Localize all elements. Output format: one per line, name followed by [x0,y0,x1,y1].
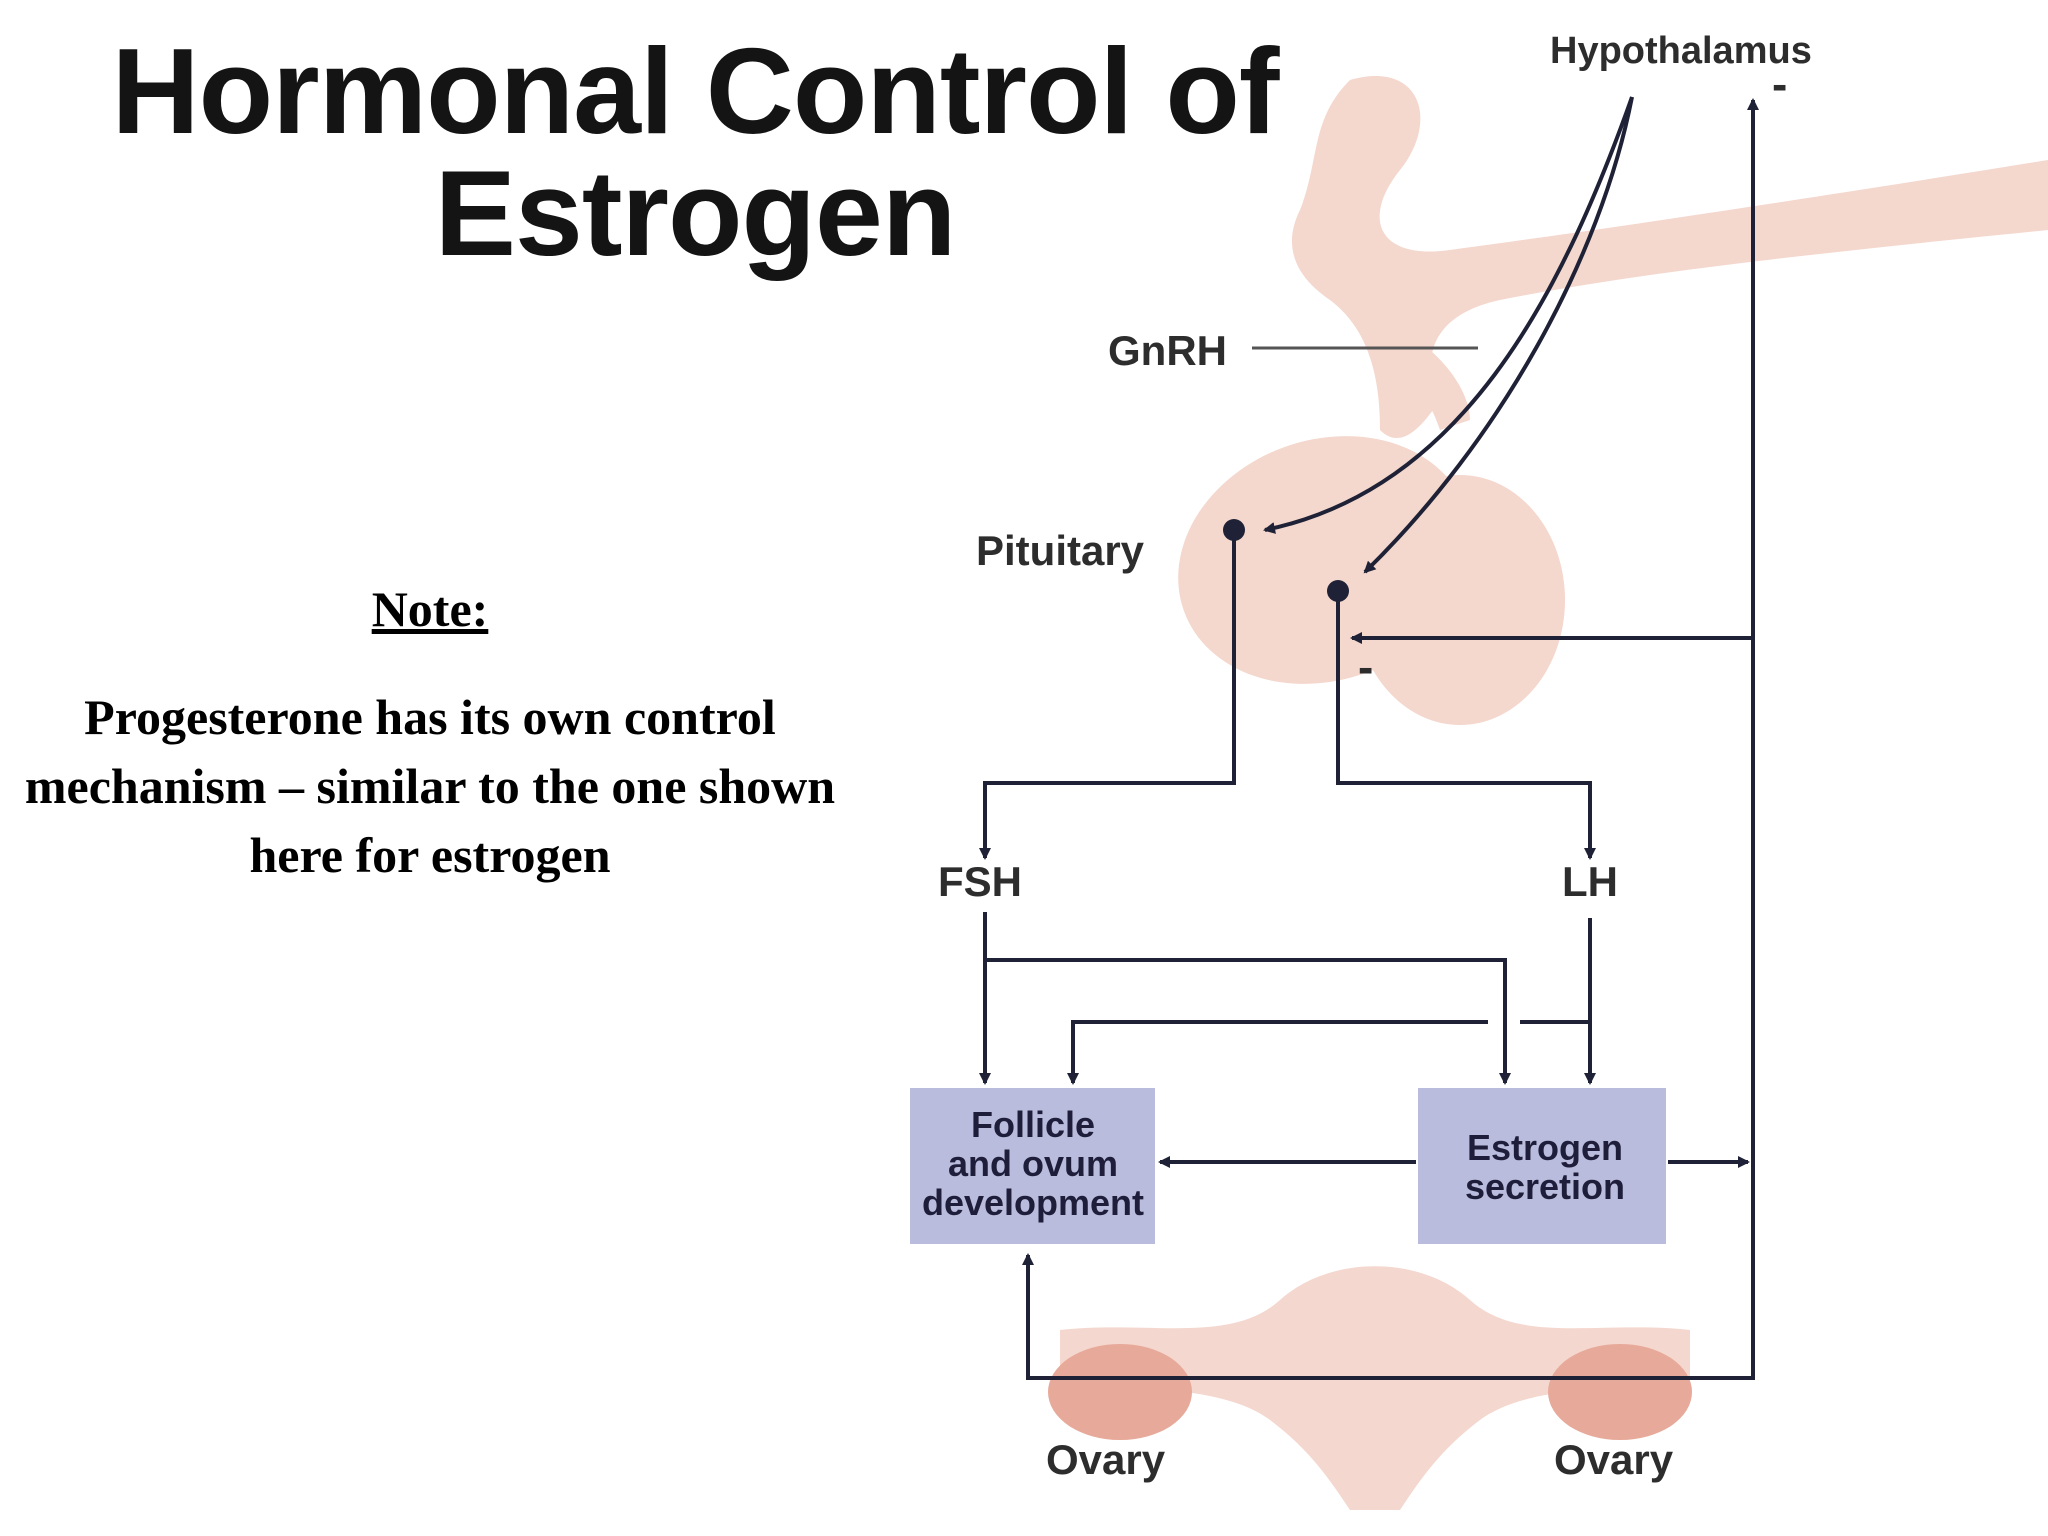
follicle-box-label-line2: and ovum [948,1143,1118,1184]
lh-to-follicle-arrow [1067,1020,1488,1085]
note-heading: Note: [371,581,489,637]
slide-title-line1: Hormonal Control of [111,23,1280,159]
follicle-box-label-line3: development [922,1182,1144,1223]
gnrh-path-to-lh-cell [1363,96,1634,574]
slide-title: Hormonal Control of Estrogen [60,30,1330,274]
gnrh-label: GnRH [1108,327,1227,374]
pituitary-inhibition-sign: - [1358,641,1373,693]
brain-anatomy-illustration [1178,76,2048,725]
fsh-pathway-line [979,530,1236,860]
note-body: Progesterone has its own control mechani… [24,689,836,883]
left-ovary-label: Ovary [1046,1436,1166,1483]
right-ovary-label: Ovary [1554,1436,1674,1483]
pituitary-label: Pituitary [976,527,1145,574]
hypothalamus-inhibition-sign: - [1772,58,1787,110]
ovary-feedback-line [1022,1253,1753,1380]
uterus-ovaries-illustration [1048,1266,1692,1510]
hypothalamus-label: Hypothalamus [1550,30,1812,72]
estrogen-box-label-line1: Estrogen [1467,1127,1623,1168]
left-ovary-shape [1048,1344,1192,1440]
lh-pathway-line [1336,591,1596,860]
right-ovary-shape [1548,1344,1692,1440]
slide-title-line2: Estrogen [434,145,957,281]
follicle-box-label-line1: Follicle [971,1104,1095,1145]
fsh-label: FSH [938,858,1022,905]
follicle-development-box [910,1088,1155,1244]
fsh-to-estrogen-arrow [985,958,1511,1085]
lh-label: LH [1562,858,1618,905]
lh-cell-dot [1327,580,1349,602]
gnrh-path-to-fsh-cell [1263,96,1634,534]
estrogen-secretion-box [1418,1088,1666,1244]
estrogen-box-label-line2: secretion [1465,1166,1625,1207]
fsh-cell-dot [1223,519,1245,541]
